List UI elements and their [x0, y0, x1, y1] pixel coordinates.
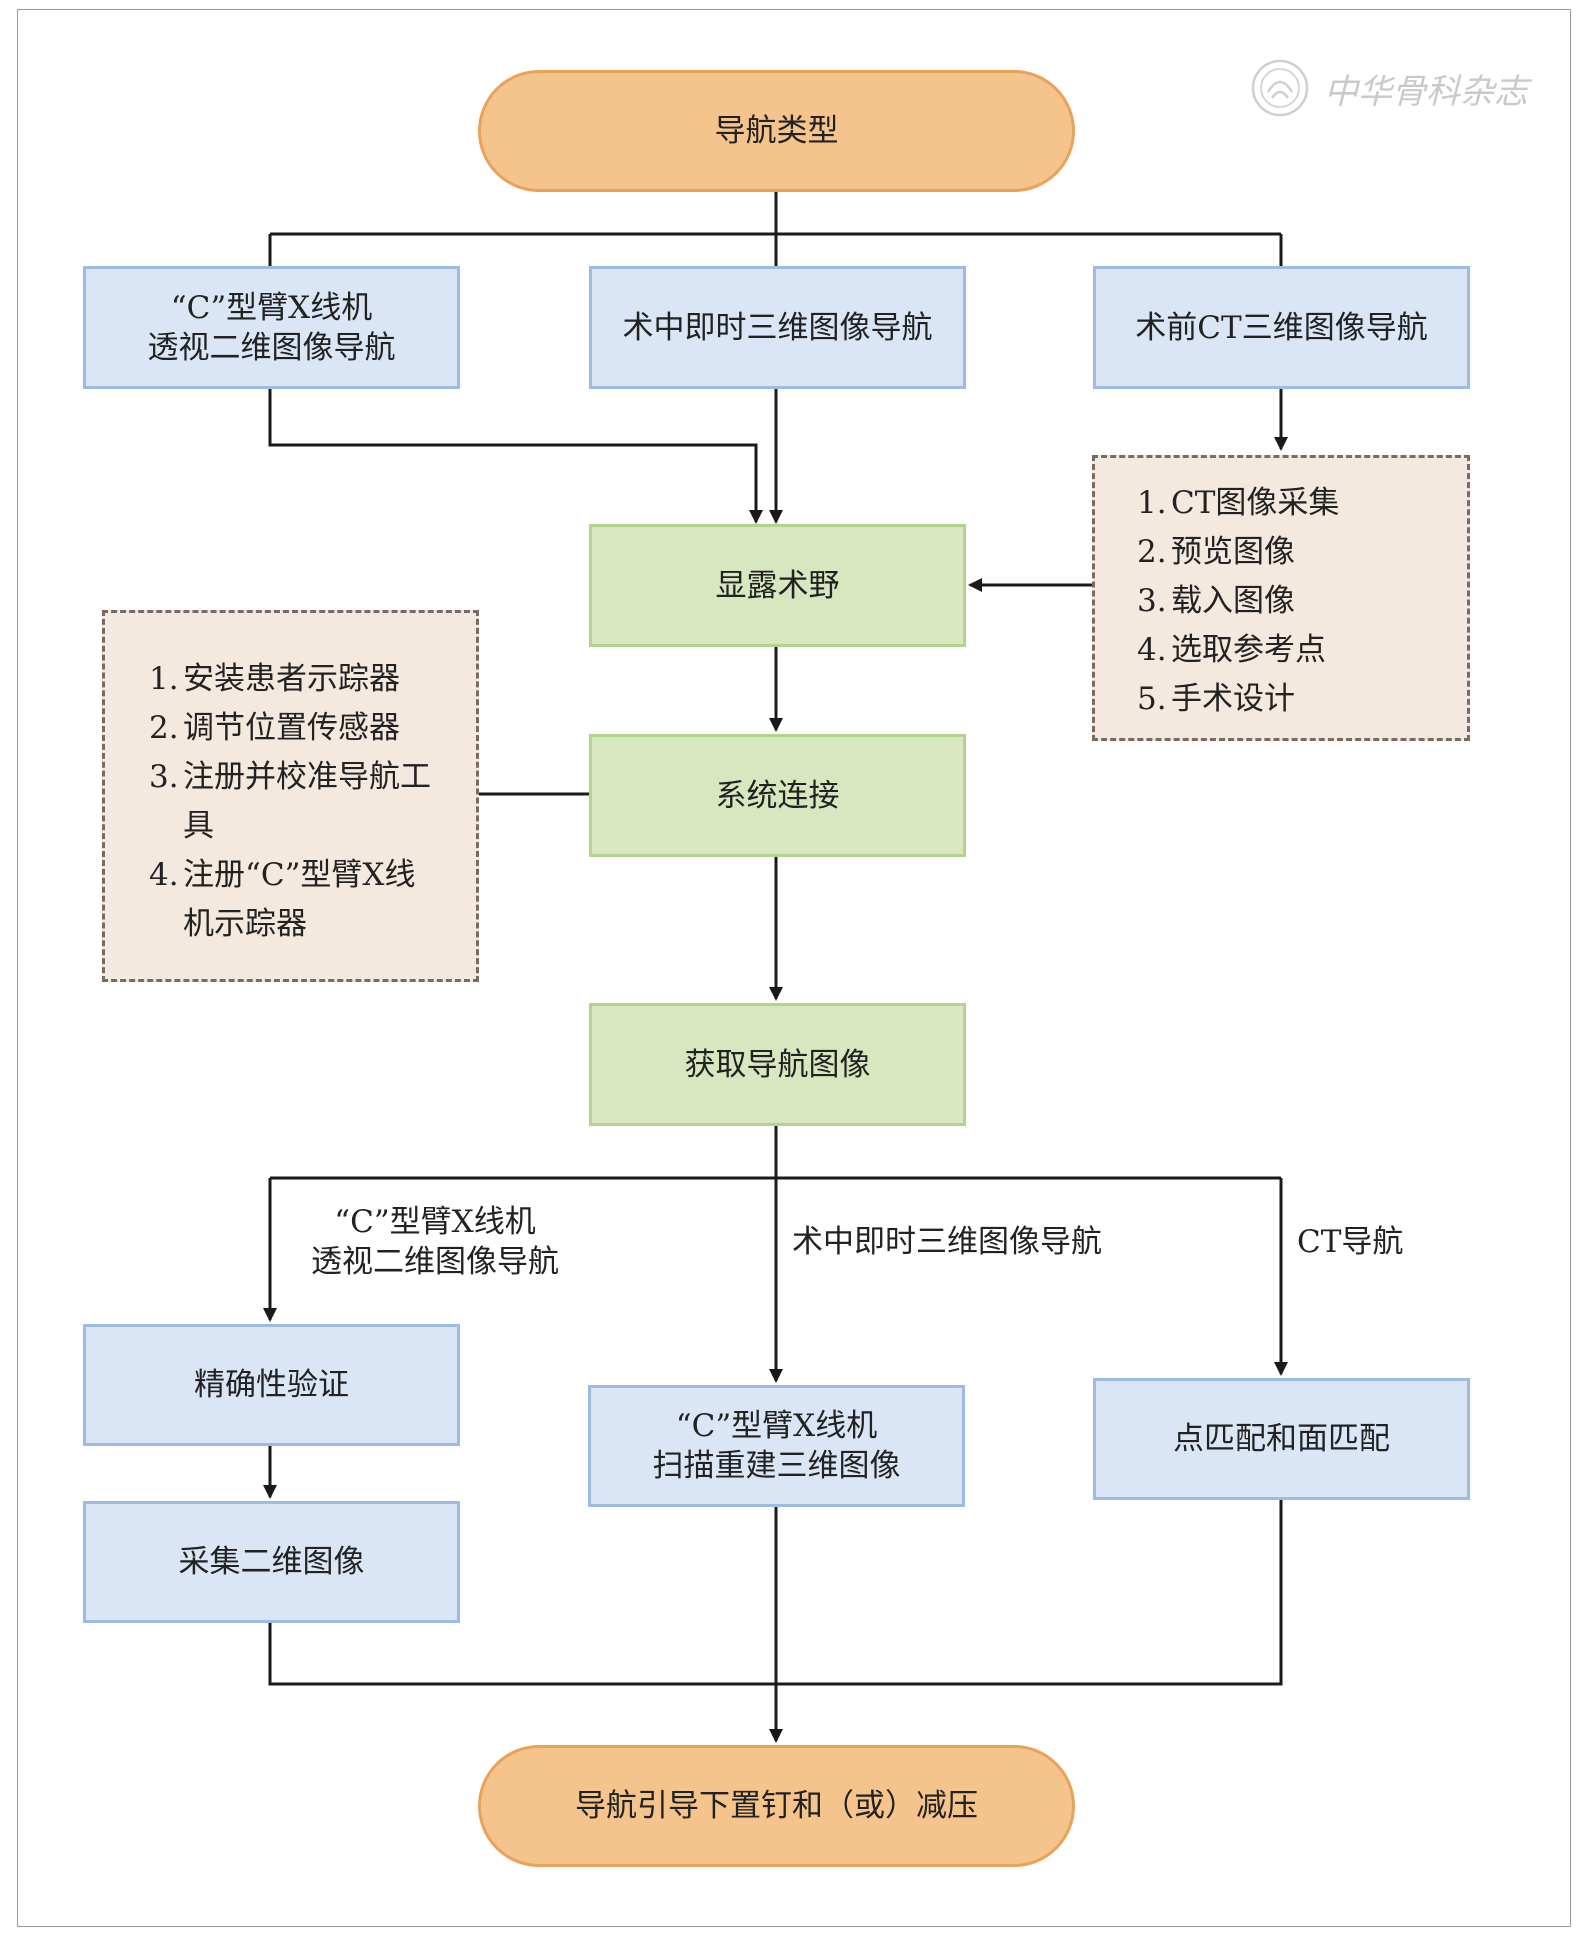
node-label: 导航引导下置钉和（或）减压 [575, 1788, 978, 1824]
node-label: 点匹配和面匹配 [1173, 1421, 1390, 1457]
node-label: 导航类型 [714, 113, 839, 149]
step-number: 5. [1137, 681, 1167, 717]
step-text: 手术设计 [1171, 681, 1295, 717]
step-number: 2. [1137, 534, 1167, 570]
node-c-arm-3d-reconstruction: “C”型臂X线机 扫描重建三维图像 [588, 1385, 965, 1507]
node-final-navigated-screw-decompression: 导航引导下置钉和（或）减压 [478, 1745, 1075, 1867]
step-text: 载入图像 [1171, 583, 1295, 619]
step-number: 4. [149, 857, 179, 893]
node-system-connection: 系统连接 [589, 734, 966, 857]
step-text: 选取参考点 [1171, 632, 1326, 668]
step-text: 预览图像 [1171, 534, 1295, 570]
setup-steps-list: 1.安装患者示踪器 2.调节位置传感器 3.注册并校准导航工具 4.注册“C”型… [149, 655, 439, 949]
branch-label-c-arm-2d: “C”型臂X线机 透视二维图像导航 [290, 1202, 580, 1282]
node-navigation-type: 导航类型 [478, 70, 1075, 192]
list-item: 1.安装患者示踪器 [149, 655, 439, 704]
node-collect-2d-images: 采集二维图像 [83, 1501, 460, 1623]
ct-steps-box: 1.CT图像采集 2.预览图像 3.载入图像 4.选取参考点 5.手术设计 [1092, 455, 1470, 741]
branch-label-ct: CT导航 [1297, 1224, 1404, 1260]
node-label: 采集二维图像 [178, 1544, 365, 1580]
node-label-line: 扫描重建三维图像 [652, 1448, 901, 1484]
node-intraop-3d-navigation: 术中即时三维图像导航 [589, 266, 966, 389]
list-item: 3.注册并校准导航工具 [149, 753, 439, 851]
list-item: 5.手术设计 [1137, 675, 1467, 724]
step-number: 3. [1137, 583, 1167, 619]
list-item: 4.注册“C”型臂X线机示踪器 [149, 851, 439, 949]
journal-watermark: 中华骨科杂志 [1250, 58, 1528, 118]
figure-frame [17, 9, 1571, 1927]
step-number: 2. [149, 710, 179, 746]
journal-seal-icon [1251, 59, 1309, 117]
list-item: 3.载入图像 [1137, 577, 1467, 626]
node-label: 显露术野 [715, 567, 840, 604]
node-label: 系统连接 [715, 777, 840, 814]
node-expose-surgical-field: 显露术野 [589, 524, 966, 647]
arrow-c-arm-to-expose [268, 389, 763, 524]
branch-label-line: 透视二维图像导航 [311, 1244, 559, 1280]
list-item: 2.调节位置传感器 [149, 704, 439, 753]
step-number: 1. [1137, 485, 1167, 521]
journal-watermark-text: 中华骨科杂志 [1324, 71, 1528, 112]
node-label: 获取导航图像 [684, 1046, 871, 1083]
list-item: 4.选取参考点 [1137, 626, 1467, 675]
step-number: 3. [149, 759, 179, 795]
node-label: 术中即时三维图像导航 [622, 309, 933, 346]
node-accuracy-verification: 精确性验证 [83, 1324, 460, 1446]
node-label-line: “C”型臂X线机 [675, 1408, 878, 1444]
ct-steps-list: 1.CT图像采集 2.预览图像 3.载入图像 4.选取参考点 5.手术设计 [1137, 479, 1467, 724]
node-c-arm-2d-navigation: “C”型臂X线机 透视二维图像导航 [83, 266, 460, 389]
connector-type-split [268, 192, 1283, 266]
step-text: 注册并校准导航工具 [183, 759, 431, 844]
step-text: CT图像采集 [1171, 485, 1340, 521]
node-label: 术前CT三维图像导航 [1135, 309, 1428, 346]
node-preop-ct-navigation: 术前CT三维图像导航 [1093, 266, 1470, 389]
branch-label-intraop-3d: 术中即时三维图像导航 [792, 1224, 1102, 1260]
step-text: 调节位置传感器 [183, 710, 400, 746]
node-acquire-navigation-images: 获取导航图像 [589, 1003, 966, 1126]
node-point-surface-matching: 点匹配和面匹配 [1093, 1378, 1470, 1500]
branch-label-line: “C”型臂X线机 [334, 1204, 536, 1240]
step-number: 1. [149, 661, 179, 697]
node-label: 精确性验证 [194, 1367, 349, 1403]
step-text: 安装患者示踪器 [183, 661, 400, 697]
step-text: 注册“C”型臂X线机示踪器 [183, 857, 416, 942]
node-label-line: “C”型臂X线机 [170, 289, 373, 326]
setup-steps-box: 1.安装患者示踪器 2.调节位置传感器 3.注册并校准导航工具 4.注册“C”型… [102, 610, 479, 982]
step-number: 4. [1137, 632, 1167, 668]
list-item: 1.CT图像采集 [1137, 479, 1467, 528]
node-label-line: 透视二维图像导航 [147, 329, 396, 366]
connector-acquire-split [270, 1126, 1281, 1180]
list-item: 2.预览图像 [1137, 528, 1467, 577]
